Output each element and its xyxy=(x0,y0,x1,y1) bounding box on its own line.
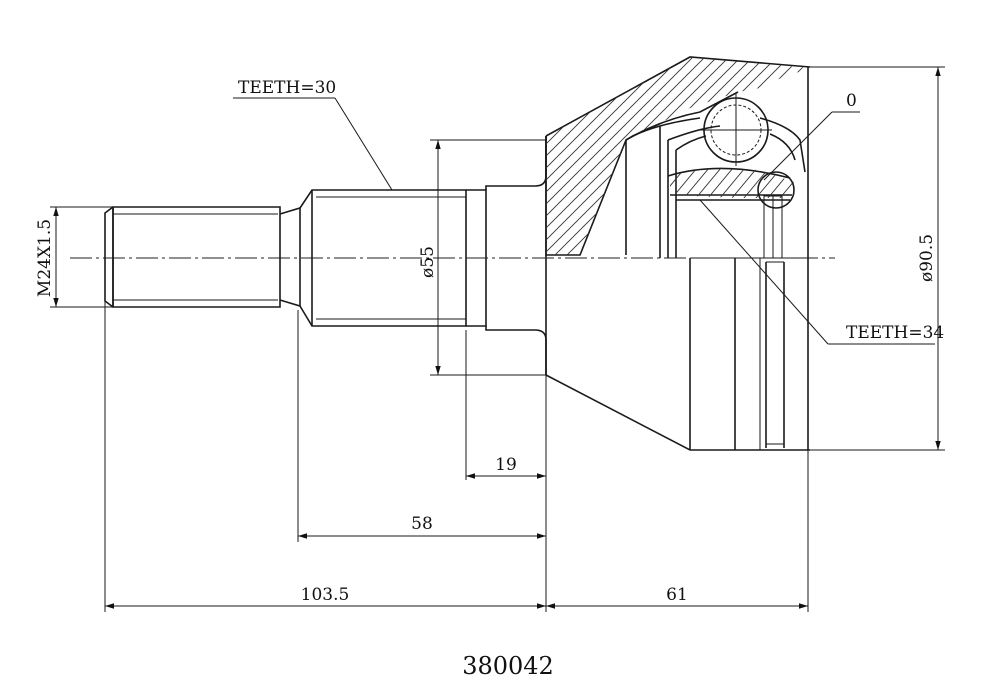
label-zero: 0 xyxy=(846,91,857,111)
label-103: 103.5 xyxy=(301,585,350,605)
dim-61: 61 xyxy=(546,585,808,609)
label-dia-90: ø90.5 xyxy=(917,234,937,282)
dim-diameter-55: ø55 xyxy=(418,139,546,376)
leader-teeth-30: TEETH=30 xyxy=(233,78,393,191)
threaded-end xyxy=(104,206,301,308)
dim-103: 103.5 xyxy=(105,585,546,609)
label-19: 19 xyxy=(495,455,517,475)
leader-zero: 0 xyxy=(763,91,860,181)
bell-section xyxy=(545,57,810,256)
extension-lines xyxy=(104,300,809,612)
dim-19: 19 xyxy=(466,455,546,479)
label-teeth-34: TEETH=34 xyxy=(846,323,944,343)
leader-teeth-34: TEETH=34 xyxy=(699,199,944,345)
label-teeth-30: TEETH=30 xyxy=(238,78,336,98)
small-ball xyxy=(757,171,795,209)
label-58: 58 xyxy=(411,514,433,534)
ball xyxy=(700,94,772,166)
dim-diameter-90: ø90.5 xyxy=(810,66,945,451)
dim-thread: M24X1.5 xyxy=(35,206,113,308)
label-thread: M24X1.5 xyxy=(35,219,55,297)
splined-shaft xyxy=(299,136,547,375)
dim-58: 58 xyxy=(298,514,546,539)
label-61: 61 xyxy=(666,585,688,605)
part-number: 380042 xyxy=(462,652,554,680)
label-dia-55: ø55 xyxy=(418,246,438,278)
